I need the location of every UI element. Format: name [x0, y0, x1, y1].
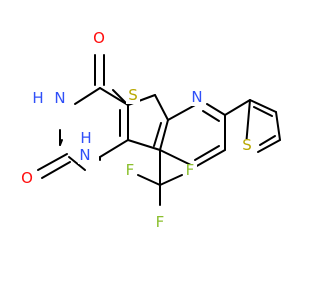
- fluorine-atom-2-backdrop: [183, 164, 197, 179]
- bond: [259, 135, 276, 146]
- nitrogen-atom-pyridine-backdrop: [190, 91, 204, 106]
- bond: [37, 153, 68, 171]
- hydrogen-atom-n3: H: [32, 89, 43, 107]
- bond: [159, 119, 169, 151]
- bond: [206, 103, 226, 116]
- bond: [159, 174, 183, 186]
- sulfur-atom-thieno: S: [128, 86, 138, 104]
- hydrogen-atom-n1: H: [80, 129, 91, 147]
- fluorine-atom-2: F: [186, 161, 195, 179]
- nitrogen-atom-pyridine: N: [191, 88, 202, 106]
- hydrogen-atom-n1-backdrop: [79, 132, 93, 147]
- bond: [257, 139, 281, 153]
- bond: [194, 149, 226, 168]
- nitrogen-atom-n3-backdrop: [53, 92, 67, 107]
- fluorine-atom-1: F: [126, 161, 135, 179]
- bond: [59, 139, 63, 146]
- nitrogen-atom-n1-backdrop: [78, 149, 92, 164]
- bond: [245, 99, 251, 147]
- nitrogen-atom-n3: N: [54, 89, 65, 107]
- bond: [154, 94, 169, 121]
- bond: [99, 87, 129, 106]
- bond: [112, 89, 129, 106]
- bond: [127, 139, 161, 151]
- bond: [224, 99, 251, 116]
- fluorine-atom-1-backdrop: [123, 164, 137, 179]
- bond-group: [37, 54, 281, 206]
- bond: [74, 87, 101, 105]
- sulfur-atom-thieno-backdrop: [126, 89, 140, 104]
- bond: [99, 139, 129, 158]
- oxygen-atom-bottom: O: [21, 169, 33, 187]
- oxygen-atom-top: O: [93, 29, 105, 47]
- bond: [202, 110, 220, 122]
- fluorine-atom-3-backdrop: [153, 216, 167, 231]
- oxygen-atom-top-backdrop: [92, 32, 106, 47]
- bond: [253, 106, 273, 117]
- sulfur-atom-thiophene-backdrop: [240, 139, 254, 154]
- oxygen-atom-bottom-backdrop: [20, 172, 34, 187]
- hydrogen-atom-n3-backdrop: [31, 92, 45, 107]
- sulfur-atom-thiophene: S: [242, 136, 252, 154]
- bond: [153, 122, 162, 147]
- bond: [41, 161, 71, 179]
- fluorine-atom-3: F: [156, 213, 165, 231]
- nitrogen-atom-n1: N: [79, 146, 90, 164]
- bond: [68, 156, 86, 171]
- bond: [275, 111, 281, 141]
- bond: [194, 145, 220, 161]
- bond: [137, 174, 161, 186]
- bond: [167, 103, 198, 121]
- bond: [249, 99, 277, 113]
